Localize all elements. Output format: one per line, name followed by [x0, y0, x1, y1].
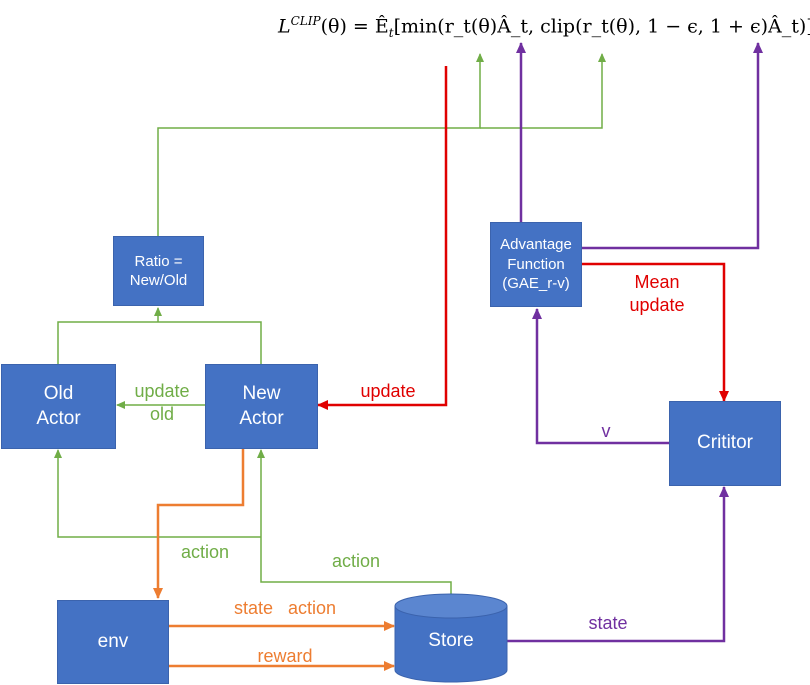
- ratio-box: Ratio = New/Old: [113, 236, 204, 306]
- store-action-to-new-actor-arrow: [257, 449, 452, 600]
- new-actor-box: New Actor: [205, 364, 318, 449]
- update-old-label: update old: [134, 381, 190, 425]
- reward-label: reward: [257, 646, 313, 666]
- clip-objective-formula: LCLIP(θ) = Êt[min(r_t(θ)Â_t, clip(r_t(θ)…: [278, 14, 810, 40]
- ratio-to-clip-arrow: [480, 53, 606, 129]
- action-store-label: action: [331, 551, 381, 571]
- state-action-label: state action: [233, 598, 337, 618]
- actors-to-ratio-arrow: [57, 321, 262, 364]
- store-cylinder: [394, 593, 508, 683]
- mean-update-arrow: [582, 262, 729, 402]
- env-box: env: [57, 600, 169, 684]
- state-label: state: [588, 613, 628, 633]
- formula-rhs: (θ) = Ê: [320, 15, 389, 38]
- v-arrow: [532, 308, 669, 445]
- action-env-label: action: [180, 542, 230, 562]
- mean-update-label: Mean update: [629, 272, 685, 316]
- action-to-env-arrow: [153, 449, 245, 599]
- v-label: v: [601, 421, 611, 441]
- store-label: Store: [428, 630, 474, 651]
- formula-subscript: t: [388, 26, 394, 41]
- formula-body: [min(r_t(θ)Â_t, clip(r_t(θ), 1 − ϵ, 1 + …: [393, 15, 810, 38]
- formula-lhs: L: [278, 15, 291, 38]
- state-to-critic-arrow: [507, 486, 729, 643]
- advantage-function-box: Advantage Function (GAE_r-v): [490, 222, 582, 307]
- update-label: update: [360, 381, 416, 401]
- critic-box: Crititor: [669, 401, 781, 486]
- formula-update-arrow: [317, 66, 448, 410]
- old-actor-box: Old Actor: [1, 364, 116, 449]
- formula-superscript: CLIP: [290, 14, 321, 28]
- ratio-to-formula-arrow: [157, 53, 484, 236]
- action-to-old-actor-arrow: [54, 449, 261, 538]
- advantage-to-formula-right-arrow: [582, 42, 763, 250]
